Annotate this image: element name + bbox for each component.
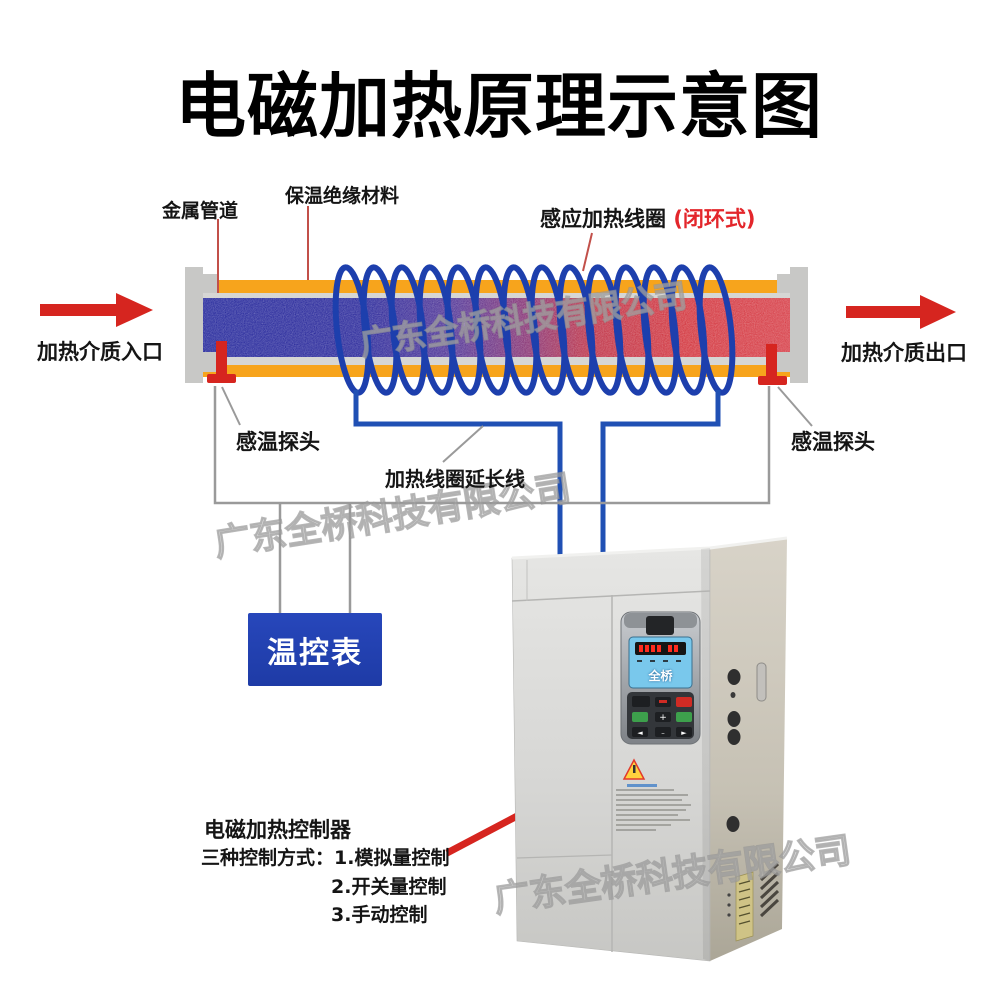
controller-cabinet: + ◄ – ► xyxy=(511,536,788,962)
temp-meter-label: 温控表 xyxy=(267,635,363,671)
outlet-arrow-icon xyxy=(846,295,956,329)
label-outlet: 加热介质出口 xyxy=(841,341,967,365)
label-probe-left: 感温探头 xyxy=(236,430,320,454)
control-panel: + ◄ – ► xyxy=(620,611,701,745)
label-control-mode3: 3.手动控制 xyxy=(331,904,428,926)
insulation-strip-bottom xyxy=(203,365,790,377)
label-induction-coil: 感应加热线圈 (闭环式) xyxy=(540,203,756,233)
svg-text:◄: ◄ xyxy=(637,729,643,737)
svg-text:►: ► xyxy=(681,729,687,737)
key-stop[interactable] xyxy=(676,697,692,707)
key-arrow-right[interactable] xyxy=(676,727,692,737)
label-probe-right: 感温探头 xyxy=(791,430,875,454)
cabinet-side-face xyxy=(710,538,787,961)
label-control-mode2: 2.开关量控制 xyxy=(331,876,447,898)
label-metal-pipe: 金属管道 xyxy=(162,200,239,222)
svg-text:–: – xyxy=(661,729,665,737)
label-inlet: 加热介质入口 xyxy=(37,340,163,364)
temperature-probe-right xyxy=(758,344,787,385)
label-leader-lines xyxy=(217,206,813,463)
warning-label xyxy=(622,758,657,787)
label-coil-type: (闭环式) xyxy=(673,207,756,231)
temperature-probe-left xyxy=(207,341,236,383)
heatsink-fins xyxy=(759,862,780,918)
key-increment[interactable] xyxy=(655,712,671,722)
svg-text:+: + xyxy=(659,713,667,723)
pipe-assembly xyxy=(185,267,808,383)
key-arrow-left[interactable] xyxy=(632,727,648,737)
pipe-flange-right xyxy=(777,267,808,383)
cabinet-side-details xyxy=(726,662,780,942)
controller-pointer-line xyxy=(445,810,523,857)
spec-text-block xyxy=(616,789,696,834)
panel-brand: 全桥 xyxy=(648,669,673,683)
key-set[interactable] xyxy=(676,712,692,722)
label-insulation: 保温绝缘材料 xyxy=(285,185,400,207)
key-shift[interactable] xyxy=(655,727,671,737)
sensor-wires xyxy=(213,386,771,613)
flow-arrows xyxy=(40,293,956,329)
side-handle[interactable] xyxy=(756,662,767,702)
label-controller-title: 电磁加热控制器 xyxy=(204,818,351,842)
key-display[interactable] xyxy=(632,696,650,707)
induction-coil xyxy=(332,264,736,396)
label-coil-extension: 加热线圈延长线 xyxy=(385,467,525,491)
temp-meter-box: 温控表 xyxy=(248,613,382,686)
pipe-flange-left xyxy=(185,267,218,383)
key-run[interactable] xyxy=(632,712,648,722)
page-title: 电磁加热原理示意图 xyxy=(174,65,823,148)
inlet-arrow-icon xyxy=(40,293,153,327)
coil-extension-wires xyxy=(353,390,721,560)
label-coil-name: 感应加热线圈 xyxy=(540,207,666,231)
panel-hood xyxy=(646,616,674,635)
label-control-modes: 三种控制方式：1.模拟量控制 xyxy=(201,847,450,869)
